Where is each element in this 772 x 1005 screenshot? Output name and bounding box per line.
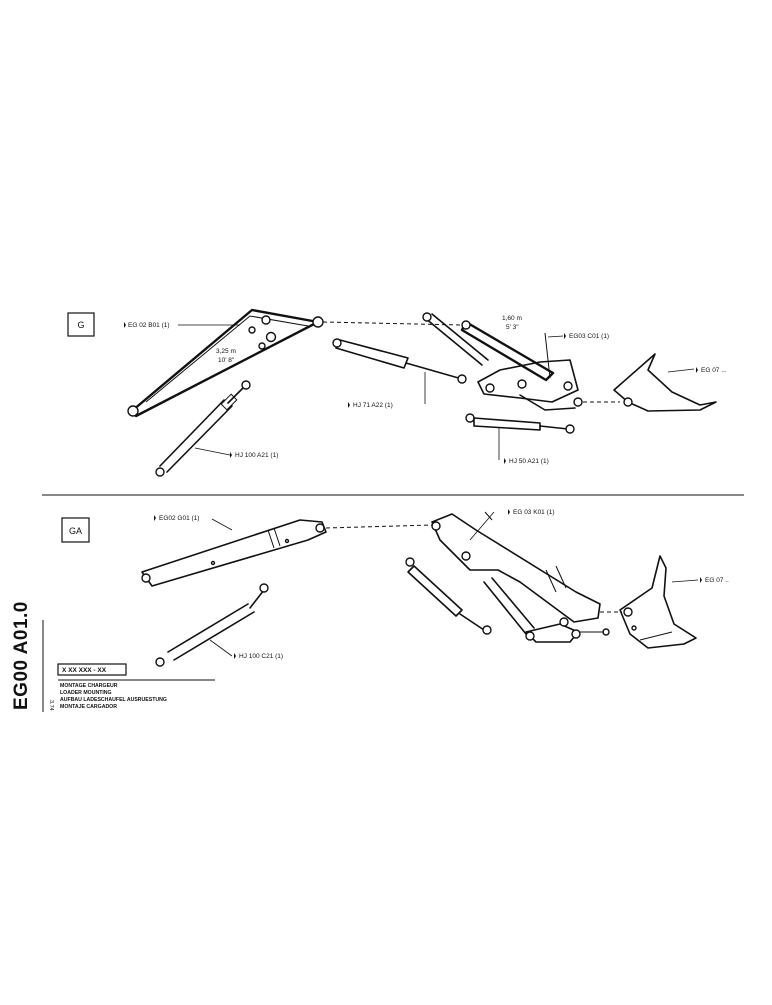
g-boom-callout: EG 02 B01 (1) [128, 322, 170, 329]
ga-boom-callout: EG02 G01 (1) [159, 515, 199, 522]
g-bucket-callout: EG 07 ... [701, 367, 727, 374]
section-g-label-box [67, 312, 95, 337]
part-number-box [57, 663, 127, 676]
g-boom-link-dashed-line [322, 321, 463, 326]
g-bucket-leader [667, 368, 695, 373]
g-boom-callout-arrow-icon [124, 322, 126, 328]
ga-cyl-callout: HJ 100 C21 (1) [239, 653, 283, 660]
g-cyl-small-callout: HJ 50 A21 (1) [509, 458, 549, 465]
g-link-callout: EG03 C01 (1) [569, 333, 609, 340]
ga-cyl-leader [209, 639, 233, 657]
g-cyl-mid-callout: HJ 71 A22 (1) [353, 402, 393, 409]
g-link-dimension-m: 1,60 m [502, 315, 522, 322]
g-link-dimension-ft: 5' 3" [506, 324, 519, 331]
ga-boom-leader [211, 518, 233, 531]
ga-cyl-callout-arrow-icon [234, 653, 236, 659]
title-block: EG00 A01.0 X XX XXX - XX 3.74 MONTAGE CH… [11, 601, 215, 712]
sheet-side-code: EG00 A01.0 [11, 601, 32, 710]
ga-arm-callout: EG 03 K01 (1) [513, 509, 555, 516]
ga-bucket-callout: EG 07 .. [705, 577, 729, 584]
title-line-es: MONTAJE CARGADOR [60, 704, 117, 710]
title-line-de: AUFBAU LADESCHAUFEL AUSRUESTUNG [60, 697, 167, 703]
g-cyl-low-leader [194, 447, 231, 456]
g-cyl-low-callout-arrow-icon [230, 452, 232, 458]
ga-bucket-callout-arrow-icon [700, 577, 702, 583]
ga-arm-leader [469, 511, 495, 541]
ga-small-cylinder-part [405, 557, 492, 635]
ga-arm-part [431, 511, 610, 643]
g-bucket-part [613, 353, 717, 412]
section-ga-label: GA [69, 526, 82, 536]
section-ga: GA EG02 G01 (1) HJ 100 C21 (1) [61, 509, 729, 667]
ga-bucket-leader [671, 579, 699, 583]
g-bucket-callout-arrow-icon [696, 367, 698, 373]
title-line-en: LOADER MOUNTING [60, 690, 112, 696]
g-cyl-small-callout-arrow-icon [504, 458, 506, 464]
g-link-callout-arrow-icon [564, 333, 566, 339]
section-g: G 3,25 m 10' 8" EG 02 B01 (1) HJ [67, 308, 727, 477]
ga-lift-cylinder-part [155, 583, 269, 667]
g-cyl-mid-callout-arrow-icon [348, 402, 350, 408]
ga-boom-callout-arrow-icon [154, 515, 156, 521]
g-cyl-low-callout: HJ 100 A21 (1) [235, 452, 278, 459]
g-lift-cylinder-part [155, 380, 251, 477]
date-mark: 3.74 [48, 700, 54, 711]
g-boom-dimension-m: 3,25 m [216, 348, 236, 355]
ga-arm-callout-arrow-icon [508, 509, 510, 515]
ga-boom-arm-dashed-line [325, 524, 433, 529]
g-boom-part: 3,25 m 10' 8" [127, 308, 324, 418]
g-mid-cylinder-part [332, 338, 467, 384]
section-g-label: G [77, 320, 84, 330]
ga-boom-part [141, 519, 327, 587]
g-boom-dimension-ft: 10' 8" [218, 357, 235, 364]
g-link-part [422, 312, 583, 411]
title-line-fr: MONTAGE CHARGEUR [60, 683, 118, 689]
section-ga-label-box [61, 517, 90, 543]
g-small-cylinder-part [465, 413, 575, 434]
g-link-leader [547, 335, 564, 338]
part-number: X XX XXX - XX [62, 667, 107, 674]
ga-bucket-part [619, 555, 697, 649]
